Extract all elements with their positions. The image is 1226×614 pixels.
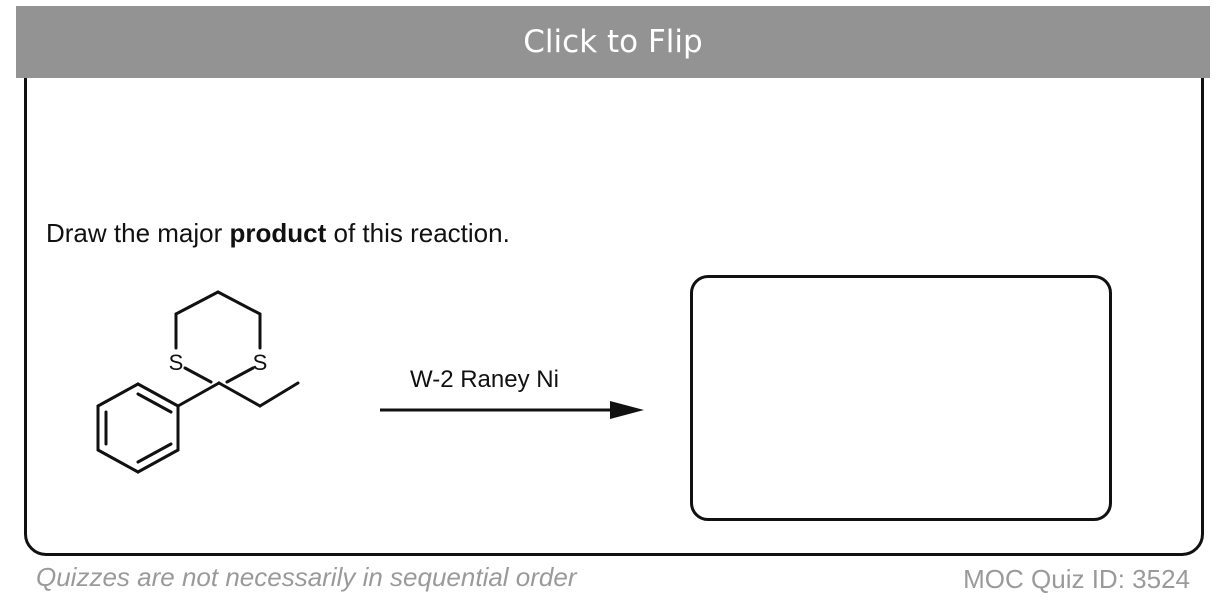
- sulfur-atom-left: S: [169, 350, 184, 375]
- reagent-label: W-2 Raney Ni: [410, 366, 559, 393]
- question-suffix: of this reaction.: [326, 218, 510, 248]
- question-text: Draw the major product of this reaction.: [46, 218, 510, 249]
- sulfur-atom-right: S: [253, 350, 268, 375]
- starting-material-structure: S S: [96, 290, 300, 474]
- flip-label: Click to Flip: [523, 24, 703, 60]
- question-prefix: Draw the major: [46, 218, 230, 248]
- footer-note: Quizzes are not necessarily in sequentia…: [36, 562, 577, 592]
- reaction-arrow-icon: [380, 401, 644, 419]
- quiz-id-label: MOC Quiz ID: 3524: [963, 564, 1190, 594]
- product-answer-box[interactable]: [690, 275, 1112, 521]
- question-emphasis: product: [229, 218, 327, 248]
- click-to-flip-button[interactable]: Click to Flip: [16, 6, 1210, 78]
